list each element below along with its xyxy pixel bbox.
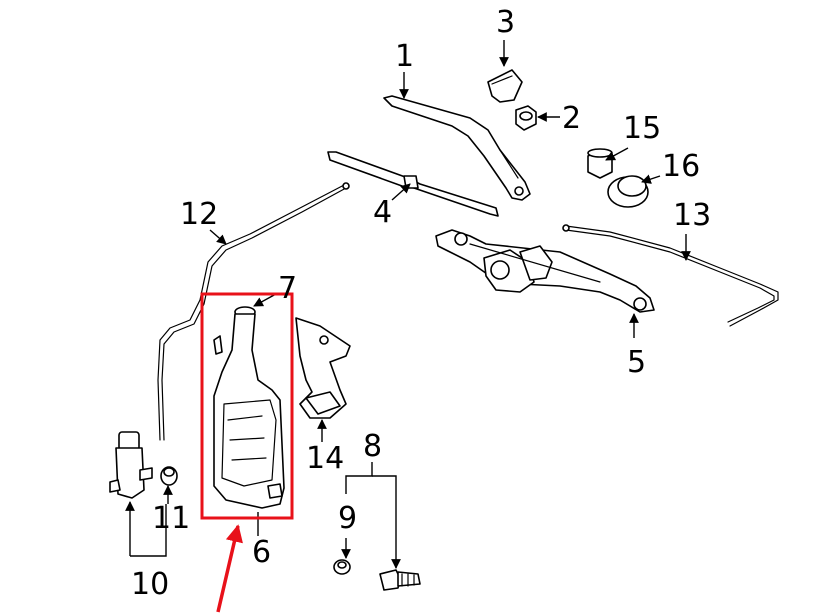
nut: [515, 105, 537, 131]
callout-8: 8: [363, 429, 382, 464]
callout-9: 9: [338, 501, 357, 536]
callout-5: 5: [627, 345, 646, 380]
wiper-arm: [383, 95, 531, 201]
callout-3: 3: [496, 5, 515, 40]
callout-7: 7: [278, 271, 297, 306]
callout-16: 16: [662, 149, 700, 184]
highlight-box: [200, 292, 294, 520]
callout-10: 10: [131, 567, 169, 602]
washer-hose-right: [562, 224, 779, 327]
callout-2: 2: [562, 101, 581, 136]
arm-cap: [487, 69, 523, 103]
callout-4: 4: [373, 195, 392, 230]
callout-15: 15: [623, 111, 661, 146]
small-grommet: [333, 559, 351, 575]
callout-numbers: 1 2 3 4 5 6 7 8 9 10 11 12 13 14 15 16: [131, 5, 711, 602]
callout-6: 6: [252, 535, 271, 570]
washer-reservoir: [213, 306, 285, 509]
grommet: [587, 148, 613, 179]
bolt: [379, 569, 421, 591]
callout-14: 14: [306, 441, 344, 476]
wiper-linkage-motor: [435, 229, 655, 313]
reservoir-bracket: [295, 317, 351, 419]
leader-lines: [125, 40, 691, 569]
washer-hose-left: [157, 182, 350, 441]
callout-11: 11: [152, 501, 190, 536]
pivot-cap: [607, 175, 649, 208]
callout-13: 13: [673, 198, 711, 233]
callout-1: 1: [395, 39, 414, 74]
callout-12: 12: [180, 197, 218, 232]
highlight-arrow: [216, 524, 243, 613]
pump-grommet: [160, 466, 178, 486]
washer-pump: [109, 431, 153, 499]
wiper-blade: [327, 151, 499, 217]
